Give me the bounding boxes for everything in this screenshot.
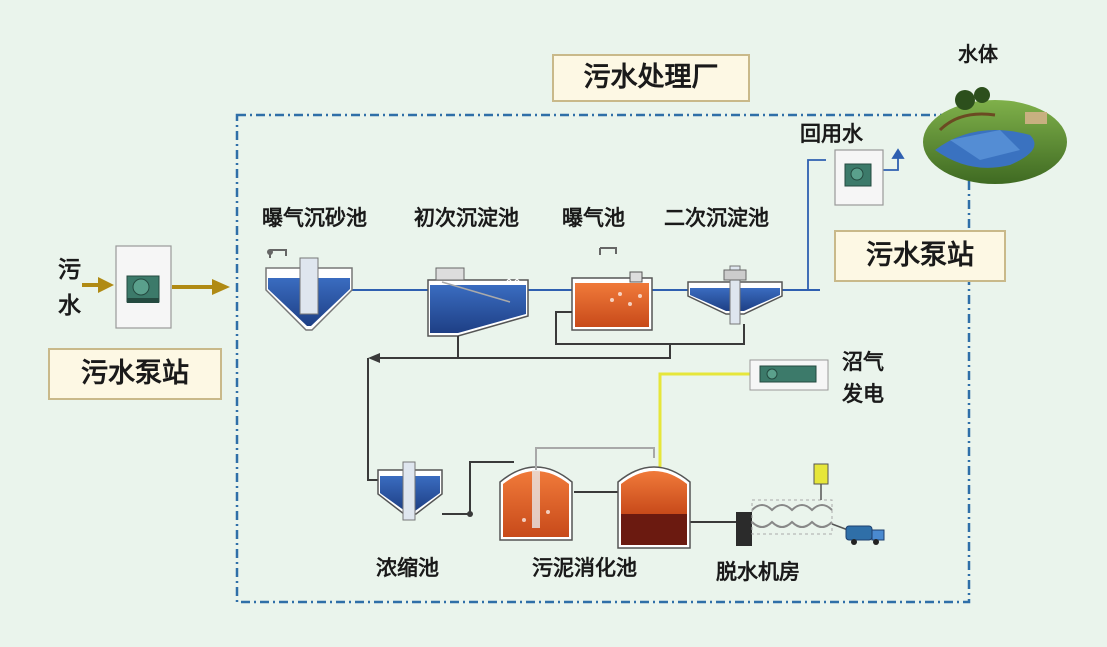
- aeration-tank: [571, 247, 653, 331]
- water-body-illustration: [923, 87, 1067, 184]
- digester-primary: [499, 466, 573, 541]
- biogas-line: [658, 359, 829, 468]
- biogas-label-line2: 发电: [842, 382, 884, 406]
- digester-secondary: [535, 447, 691, 549]
- secondary-clarifier-label: 二次沉淀池: [664, 206, 769, 230]
- pump-icon: [844, 163, 872, 187]
- pump-icon: [126, 275, 160, 303]
- inlet-arrow-1: [82, 277, 114, 293]
- reuse-water-line: [807, 148, 905, 290]
- plant-title: 污水处理厂: [552, 54, 750, 102]
- sewage-inlet-label-top: 污: [58, 257, 81, 283]
- biogas-label-line1: 沼气: [842, 350, 884, 374]
- reuse-pump-box: [834, 149, 884, 206]
- secondary-clarifier: [687, 265, 783, 325]
- primary-clarifier-label: 初次沉淀池: [414, 206, 519, 230]
- inlet-pump-station-label: 污水泵站: [48, 348, 222, 400]
- water-body-label: 水体: [958, 42, 998, 66]
- reuse-water-label: 回用水: [800, 122, 863, 146]
- sludge-feed-line: [469, 461, 736, 523]
- dewatering-equipment: [736, 463, 849, 546]
- thickener-label: 浓缩池: [376, 556, 439, 580]
- digester-label: 污泥消化池: [532, 556, 637, 580]
- return-arrow: [368, 353, 380, 363]
- aeration-tank-label: 曝气池: [562, 206, 625, 230]
- inlet-pump-station: [115, 245, 172, 329]
- outlet-pump-station-label: 污水泵站: [834, 230, 1006, 282]
- sludge-truck-icon: [845, 525, 885, 545]
- sludge-return-line: [367, 311, 745, 481]
- plant-boundary: [235, 113, 971, 604]
- primary-clarifier: [427, 267, 529, 337]
- sewage-inlet-label-bottom: 水: [58, 293, 81, 319]
- thickener: [377, 461, 473, 521]
- inlet-arrow-2: [172, 279, 230, 295]
- dewatering-label: 脱水机房: [716, 560, 800, 584]
- grit-chamber: [265, 249, 353, 331]
- grit-chamber-label: 曝气沉砂池: [262, 206, 367, 230]
